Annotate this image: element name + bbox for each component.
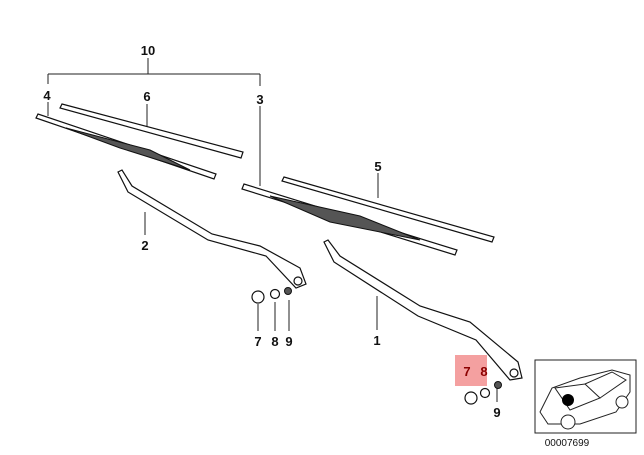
label-9-left[interactable]: 9 bbox=[285, 334, 292, 349]
assembly-bracket bbox=[47, 58, 261, 86]
label-2[interactable]: 2 bbox=[141, 238, 148, 253]
label-7-left[interactable]: 7 bbox=[254, 334, 261, 349]
label-8-left[interactable]: 8 bbox=[271, 334, 278, 349]
location-marker-icon bbox=[562, 394, 574, 406]
label-1[interactable]: 1 bbox=[373, 333, 380, 348]
label-9-right[interactable]: 9 bbox=[493, 405, 500, 420]
leader-lines bbox=[47, 102, 498, 402]
nut-right[interactable] bbox=[479, 387, 491, 399]
wiper-refill-left[interactable] bbox=[59, 103, 244, 159]
wiper-arm-left[interactable] bbox=[117, 169, 307, 289]
wiper-arm-right[interactable] bbox=[323, 239, 523, 381]
label-10[interactable]: 10 bbox=[141, 43, 155, 58]
label-3[interactable]: 3 bbox=[256, 92, 263, 107]
wiper-blade-right[interactable] bbox=[241, 183, 458, 256]
thumbnail-code: 00007699 bbox=[545, 438, 590, 449]
label-8-right[interactable]: 8 bbox=[480, 364, 487, 379]
label-5[interactable]: 5 bbox=[374, 159, 381, 174]
label-4[interactable]: 4 bbox=[43, 88, 51, 103]
label-6[interactable]: 6 bbox=[143, 89, 150, 104]
washer-left[interactable] bbox=[284, 287, 292, 295]
highlight-box bbox=[455, 355, 487, 386]
wiper-refill-right[interactable] bbox=[281, 176, 495, 243]
nut-left[interactable] bbox=[269, 288, 281, 300]
cap-right[interactable] bbox=[464, 391, 478, 405]
car-location-thumbnail bbox=[534, 359, 637, 434]
label-7-right[interactable]: 7 bbox=[463, 364, 470, 379]
cap-left[interactable] bbox=[251, 290, 265, 304]
wiper-blade-left[interactable] bbox=[35, 113, 217, 180]
washer-right[interactable] bbox=[494, 381, 502, 389]
